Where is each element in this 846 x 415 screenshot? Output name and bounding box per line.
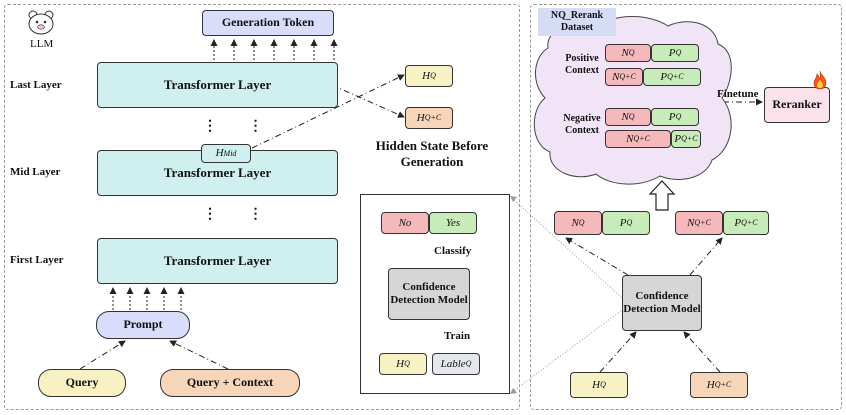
nqc2-base: N (626, 132, 634, 145)
hollow-up-arrow-icon (648, 180, 676, 211)
cls-label-base: Lable (440, 357, 466, 370)
layer-ellipsis-upper: ⋮ ⋮ (203, 119, 277, 134)
positive-context-label: Positive Context (565, 53, 599, 76)
nq2-sub: Q (628, 112, 635, 122)
query-context-box: Query + Context (160, 369, 300, 397)
rnq-base: N (571, 216, 579, 229)
layer-ellipsis-lower: ⋮ ⋮ (203, 207, 277, 222)
pq2-base: P (668, 110, 676, 123)
confidence-model-right: Confidence Detection Model (622, 275, 702, 331)
rhq-sub: Q (600, 380, 606, 390)
nqc2-sub: Q+C (633, 134, 650, 144)
pqc1-base: P (660, 70, 668, 83)
nq2-base: N (621, 110, 629, 123)
fire-icon (812, 70, 828, 90)
right-arrows (565, 98, 763, 373)
hidden-state-caption: Hidden State Before Generation (375, 138, 489, 169)
classifier-no-text: No (398, 216, 412, 229)
nq1-sub: Q (628, 48, 635, 58)
rpqc-sub: Q+C (741, 218, 758, 228)
rpq-sub: Q (626, 218, 633, 228)
nqc1-sub: Q+C (619, 72, 636, 82)
rhqc-base: H (706, 378, 715, 391)
nqc1-base: N (612, 70, 620, 83)
classifier-yes: Yes (429, 212, 477, 234)
hqc-base: H (416, 111, 425, 124)
classify-label: Classify (434, 245, 472, 257)
cls-label-sub: Q (465, 359, 472, 369)
hq-base: H (422, 69, 431, 82)
token-arrows (210, 39, 338, 60)
mid-layer-label: Mid Layer (10, 166, 61, 178)
rpqc-base: P (734, 216, 742, 229)
cls-hq-sub: Q (404, 359, 410, 369)
rhq-base: H (592, 378, 601, 391)
transformer-layer-last: Transformer Layer (97, 62, 338, 108)
train-label: Train (444, 330, 471, 342)
negative-context-label: Negative Context (563, 113, 601, 136)
transformer-layer-first: Transformer Layer (97, 238, 338, 284)
hidden-state-arrows (251, 74, 405, 149)
last-layer-label: Last Layer (10, 79, 62, 91)
llm-label: LLM (30, 38, 54, 50)
classifier-yes-text: Yes (445, 216, 461, 229)
reranker-box: Reranker (764, 87, 830, 123)
pq1-base: P (668, 46, 676, 59)
pq2-sub: Q (675, 112, 682, 122)
pqc2-base: P (674, 132, 682, 145)
h-mid-sub: Mid (223, 148, 237, 158)
classifier-no: No (381, 212, 429, 234)
rerank-panel (530, 4, 842, 410)
hqc-sub: Q+C (424, 113, 442, 123)
cls-hq-base: H (396, 357, 405, 370)
pqc1-sub: Q+C (667, 72, 684, 82)
rnqc-sub: Q+C (694, 218, 711, 228)
confidence-model-middle: Confidence Detection Model (388, 268, 470, 320)
dataset-tag: NQ_Rerank Dataset (538, 8, 616, 36)
h-mid-base: H (215, 147, 224, 160)
first-layer-label: First Layer (10, 254, 64, 266)
nq1-base: N (621, 46, 629, 59)
bear-face-icon (26, 8, 56, 36)
pq1-sub: Q (675, 48, 682, 58)
prompt-box: Prompt (96, 311, 190, 339)
query-box: Query (38, 369, 126, 397)
rhqc-sub: Q+C (714, 380, 732, 390)
input-arrows (79, 340, 229, 370)
rpq-base: P (619, 216, 627, 229)
hq-sub: Q (430, 71, 436, 81)
rnqc-base: N (687, 216, 695, 229)
finetune-label: Finetune (717, 88, 759, 100)
llm-panel (4, 4, 520, 410)
rnq-sub: Q (578, 218, 585, 228)
pqc2-sub: Q+C (681, 134, 698, 144)
generation-token-box: Generation Token (202, 10, 334, 36)
